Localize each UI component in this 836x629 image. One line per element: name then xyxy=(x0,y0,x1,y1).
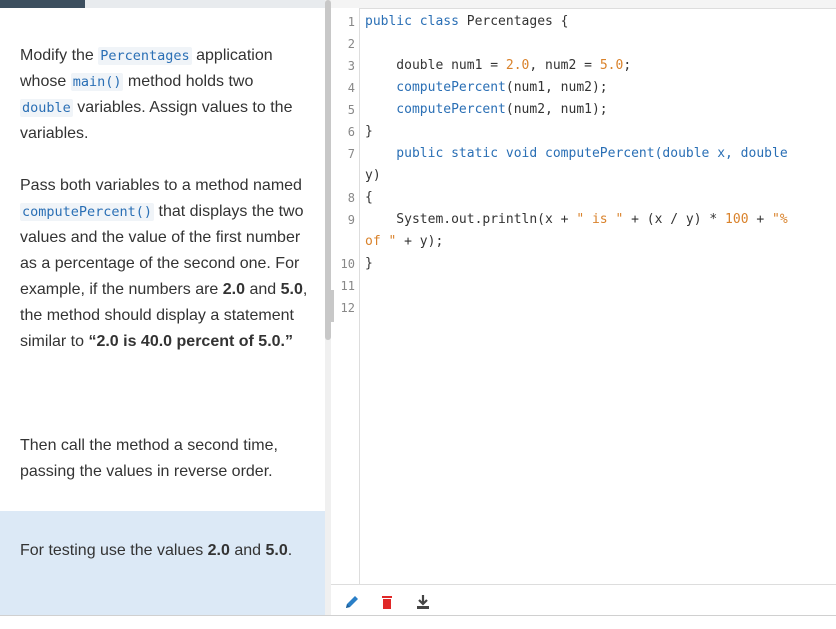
text: method holds two xyxy=(123,73,254,90)
code-text: Percentages { xyxy=(466,14,569,29)
bold-value: 2.0 xyxy=(222,281,246,298)
bold-value: 2.0 xyxy=(207,542,230,559)
number-literal: 100 xyxy=(725,212,749,227)
download-icon[interactable] xyxy=(414,593,432,611)
text: , the method should display a statement … xyxy=(20,281,308,350)
instructions-header xyxy=(0,0,325,8)
editor-toolbar xyxy=(331,584,836,616)
inline-code: computePercent() xyxy=(20,203,155,221)
code-text: (num1, num2); xyxy=(505,80,608,95)
line-number: 5 xyxy=(347,103,355,117)
scrollbar-thumb[interactable] xyxy=(325,0,331,340)
text: variables. Assign values to the variable… xyxy=(20,99,293,142)
text: . xyxy=(287,542,293,559)
line-number: 9 xyxy=(347,213,355,227)
line-number: 12 xyxy=(340,301,355,315)
code-text: (num2, num1); xyxy=(505,102,608,117)
line-number: 4 xyxy=(347,81,355,95)
text: application whose xyxy=(20,47,273,90)
method-name: computePercent xyxy=(545,146,655,161)
keyword: public static void xyxy=(365,146,546,161)
text: For testing use the values xyxy=(20,542,208,559)
string-literal: "% xyxy=(772,212,788,227)
number-literal: 5.0 xyxy=(599,58,624,73)
editor-top-bar xyxy=(331,0,836,9)
code-line-8: { xyxy=(365,190,373,205)
code-text: (double x, double xyxy=(654,146,788,161)
code-line-10: } xyxy=(365,256,373,271)
code-text: + y); xyxy=(396,234,444,249)
code-text: double num1 = xyxy=(365,58,506,73)
trash-icon[interactable] xyxy=(378,593,396,611)
code-line-1: public class Percentages { xyxy=(365,14,569,29)
pencil-icon[interactable] xyxy=(343,593,361,611)
bold-example: “2.0 is 40.0 percent of 5.0.” xyxy=(88,333,293,350)
string-literal: of " xyxy=(365,234,397,249)
text: Modify the xyxy=(20,47,99,64)
keyword: public class xyxy=(365,14,467,29)
instruction-paragraph-2: Pass both variables to a method named co… xyxy=(20,173,310,355)
number-literal: 2.0 xyxy=(505,58,530,73)
line-number: 6 xyxy=(347,125,355,139)
code-line-6: } xyxy=(365,124,373,139)
code-line-5: computePercent(num2, num1); xyxy=(365,102,608,117)
line-number: 7 xyxy=(347,147,355,161)
text: and xyxy=(245,281,281,298)
bold-value: 5.0 xyxy=(280,281,303,298)
inline-code: main() xyxy=(70,73,124,91)
instruction-paragraph-3: Then call the method a second time, pass… xyxy=(20,433,310,485)
line-number: 10 xyxy=(340,257,355,271)
code-line-9-wrap: of " + y); xyxy=(365,234,443,249)
method-name: computePercent xyxy=(365,102,506,117)
text: Then call the method a second time, pass… xyxy=(20,437,278,480)
inline-code: double xyxy=(20,99,73,117)
code-text: + (x / y) * xyxy=(623,212,726,227)
line-number: 3 xyxy=(347,59,355,73)
code-text: , num2 = xyxy=(529,58,600,73)
line-number-gutter: 1 2 3 4 5 6 7 8 9 10 11 12 xyxy=(331,8,360,584)
code-text: + xyxy=(748,212,773,227)
code-line-4: computePercent(num1, num2); xyxy=(365,80,608,95)
text: that displays the two values and the val… xyxy=(20,203,304,298)
testing-note: For testing use the values 2.0 and 5.0. xyxy=(0,511,325,615)
testing-note-text: For testing use the values 2.0 and 5.0. xyxy=(20,538,310,564)
method-name: computePercent xyxy=(365,80,506,95)
bold-value: 5.0 xyxy=(265,542,288,559)
instruction-paragraph-1: Modify the Percentages application whose… xyxy=(20,43,310,147)
instructions-scrollbar[interactable] xyxy=(325,0,331,628)
string-literal: " is " xyxy=(576,212,624,227)
line-number: 1 xyxy=(347,15,355,29)
line-number: 2 xyxy=(347,37,355,51)
text: and xyxy=(229,542,266,559)
line-number: 8 xyxy=(347,191,355,205)
code-text: System.out.println(x + xyxy=(365,212,577,227)
code-text: ; xyxy=(623,58,632,73)
instructions-panel: Modify the Percentages application whose… xyxy=(0,0,325,628)
header-tab xyxy=(0,0,85,8)
code-line-7-wrap: y) xyxy=(365,168,381,183)
bottom-border xyxy=(0,615,836,629)
line-number: 11 xyxy=(340,279,355,293)
code-line-9: System.out.println(x + " is " + (x / y) … xyxy=(365,212,788,227)
code-editor[interactable]: 1 2 3 4 5 6 7 8 9 10 11 12 public class … xyxy=(331,0,836,628)
code-line-7: public static void computePercent(double… xyxy=(365,146,788,161)
code-line-3: double num1 = 2.0, num2 = 5.0; xyxy=(365,58,631,73)
fold-marker[interactable] xyxy=(331,290,334,322)
inline-code: Percentages xyxy=(98,47,192,65)
text: Pass both variables to a method named xyxy=(20,177,302,194)
